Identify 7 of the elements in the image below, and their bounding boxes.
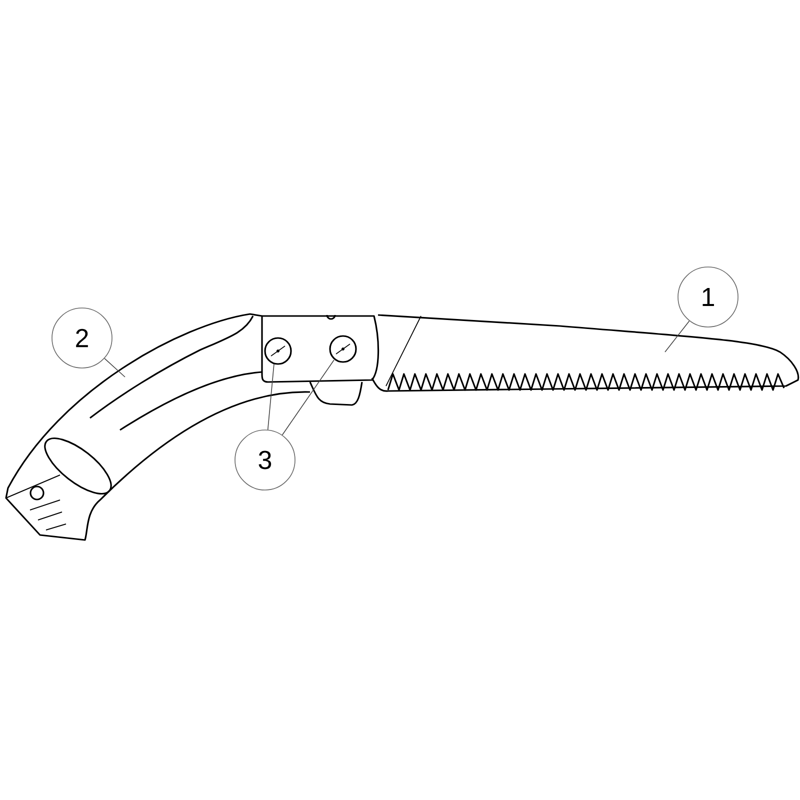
leader-line: [104, 358, 126, 378]
callout-number: 3: [234, 430, 296, 490]
leader-line: [664, 320, 690, 352]
leader-line: [282, 360, 334, 436]
callout-number: 1: [678, 266, 738, 328]
leader-line: [267, 364, 274, 430]
callout-number: 2: [52, 308, 112, 368]
